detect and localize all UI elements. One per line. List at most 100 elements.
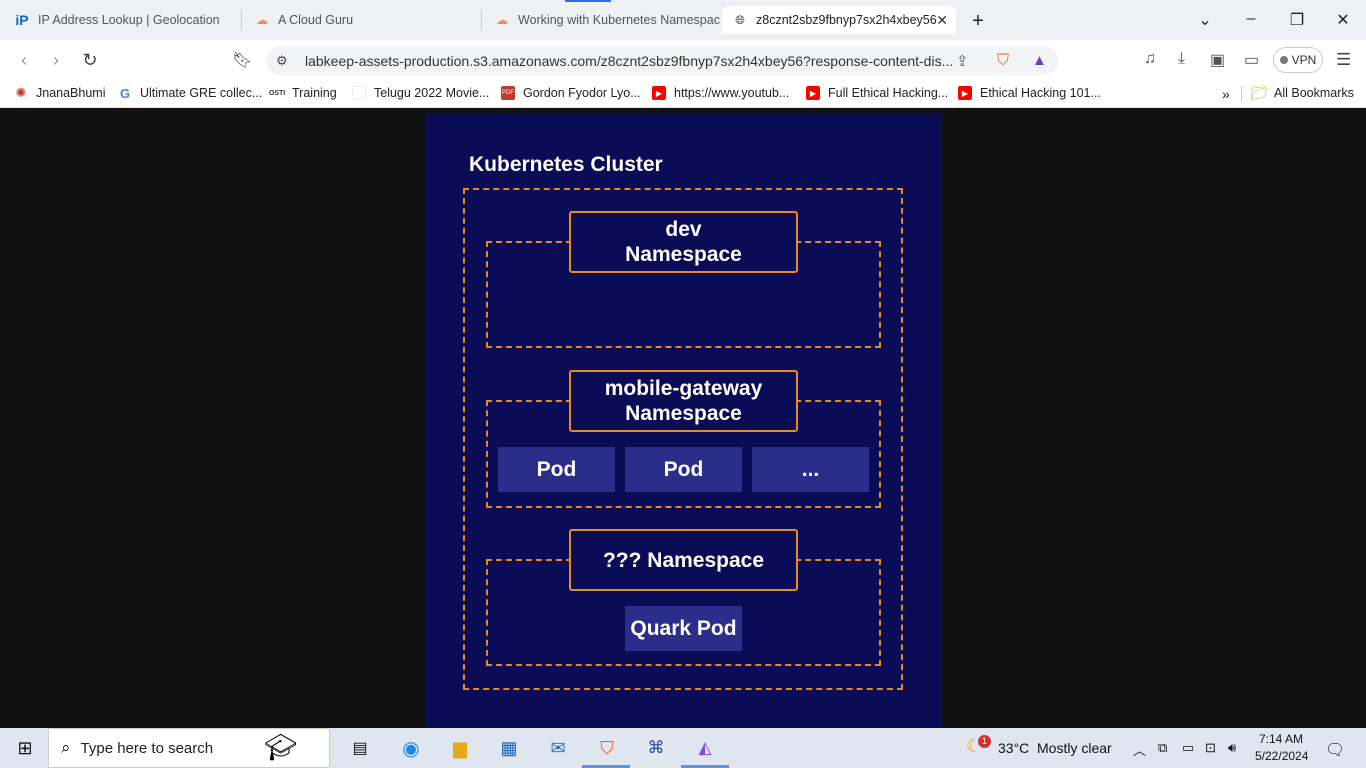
weather-temperature[interactable]: 33°C [998, 740, 1030, 756]
globe-icon: 🌐︎ [735, 12, 745, 27]
site-info-icon[interactable]: ⚙ [276, 52, 288, 68]
quark-pod-box: Quark Pod [625, 606, 742, 651]
tab-title: Working with Kubernetes Namespac [518, 13, 720, 27]
restore-button[interactable]: ❐ [1289, 12, 1305, 29]
bookmark-label: All Bookmarks [1274, 86, 1354, 100]
microsoft-store-icon[interactable]: ▦ [500, 737, 518, 758]
reload-button[interactable]: ↻ [82, 50, 98, 70]
minimize-button[interactable]: – [1246, 10, 1256, 27]
mobile-gateway-namespace-label: mobile-gateway Namespace [569, 370, 798, 432]
share-icon[interactable]: ⇪ [956, 52, 969, 70]
close-window-button[interactable]: ✕ [1336, 12, 1350, 29]
battery-icon[interactable]: ▭ [1182, 740, 1195, 755]
cloud-icon: ☁ [496, 13, 508, 27]
bookmark-label: Ultimate GRE collec... [140, 86, 263, 100]
graduation-cap-icon: 🎓︎ [264, 732, 298, 762]
pod-box: Pod [625, 447, 742, 492]
bookmarks-bar: ✺ JnanaBhumi G Ultimate GRE collec... OSTI… [0, 80, 1366, 108]
weather-badge: 1 [978, 735, 991, 748]
cluster-boundary [463, 188, 903, 690]
network-app-icon[interactable]: ⌘ [647, 738, 665, 757]
search-placeholder: Type here to search [80, 739, 214, 757]
folder-icon: 📁︎ [1250, 84, 1268, 101]
bookmark-label: Ethical Hacking 101... [980, 86, 1101, 100]
tab-a-cloud-guru[interactable]: ☁ A Cloud Guru [244, 6, 480, 34]
tab-active-asset[interactable]: 🌐︎ z8cznt2sbz9fbnyp7sx2h4xbey56 ✕ [722, 6, 956, 34]
tab-title: z8cznt2sbz9fbnyp7sx2h4xbey56 [756, 13, 937, 27]
show-hidden-icons-chevron-icon[interactable]: ︿ [1133, 743, 1147, 758]
bookmark-label: Gordon Fyodor Lyo... [523, 86, 641, 100]
task-view-icon[interactable]: ▤ [352, 740, 368, 757]
tab-title: A Cloud Guru [278, 13, 354, 27]
tab-search-chevron-icon[interactable]: ⌄ [1198, 12, 1212, 29]
notification-icon[interactable]: 🗨︎ [1325, 742, 1346, 759]
mail-icon[interactable]: ✉ [550, 737, 566, 758]
namespace-name: dev [665, 218, 702, 241]
tab-strip: iP IP Address Lookup | Geolocation ☁ A C… [0, 0, 1366, 40]
bookmark-label: Full Ethical Hacking... [828, 86, 949, 100]
youtube-icon: ▶ [958, 86, 972, 100]
bookmark-item[interactable]: G Ultimate GRE collec... [118, 85, 263, 101]
brave-shield-icon[interactable]: ⛉ [997, 51, 1010, 69]
vpn-button[interactable]: VPN [1273, 47, 1323, 73]
namespace-suffix: Namespace [625, 402, 742, 425]
bookmarks-overflow-button[interactable]: » [1222, 86, 1230, 102]
bookmark-icon[interactable]: 🔖︎ [232, 52, 253, 69]
menu-icon[interactable]: ☰ [1336, 50, 1352, 69]
download-icon[interactable]: ⤓ [1178, 50, 1186, 67]
bookmark-item[interactable]: OSTI Training [268, 86, 337, 100]
search-icon: ⌕ [61, 738, 71, 757]
weather-description[interactable]: Mostly clear [1037, 740, 1112, 756]
bookmark-label: Telugu 2022 Movie... [374, 86, 490, 100]
clock-time: 7:14 AM [1258, 732, 1304, 746]
close-tab-icon[interactable]: ✕ [936, 11, 948, 28]
tab-kubernetes-namespaces[interactable]: ☁ Working with Kubernetes Namespac [484, 6, 720, 34]
brave-rewards-icon[interactable]: ▲ [1032, 52, 1047, 69]
back-button[interactable]: ‹ [21, 50, 27, 70]
sidebar-icon[interactable]: ▣ [1210, 52, 1226, 69]
dev-namespace-label: dev Namespace [569, 211, 798, 273]
bookmark-item[interactable]: Telugu 2022 Movie... [352, 86, 489, 100]
bookmark-label: Training [292, 86, 337, 100]
tab-title: IP Address Lookup | Geolocation [38, 13, 220, 27]
clock-date: 5/22/2024 [1255, 749, 1309, 763]
unknown-namespace-label: ??? Namespace [569, 529, 798, 591]
meet-now-icon[interactable]: ⧉ [1158, 740, 1168, 755]
url-text[interactable]: labkeep-assets-production.s3.amazonaws.c… [305, 52, 954, 69]
bookmark-item[interactable]: ▶ Ethical Hacking 101... [958, 86, 1101, 100]
namespace-name: mobile-gateway [604, 377, 763, 400]
ip-logo-icon: iP [15, 12, 29, 28]
bookmark-label: JnanaBhumi [36, 86, 106, 100]
pod-box: Pod [498, 447, 615, 492]
osn-logo-icon: OSTI [268, 89, 286, 97]
forward-button[interactable]: › [53, 50, 59, 70]
edge-icon[interactable]: ◉ [402, 737, 420, 760]
bookmark-item[interactable]: ▶ https://www.youtub... [652, 86, 789, 100]
bookmark-item[interactable]: ✺ JnanaBhumi [14, 85, 106, 100]
youtube-icon: ▶ [652, 86, 666, 100]
wallet-icon[interactable]: ▭ [1244, 52, 1260, 69]
media-icon[interactable]: ♫ [1144, 50, 1156, 67]
network-icon[interactable]: ⊡ [1205, 740, 1216, 755]
brave-browser-icon[interactable]: ⛉ [600, 737, 614, 758]
vpn-app-icon[interactable]: ◭ [698, 738, 712, 757]
bookmark-label: https://www.youtub... [674, 86, 790, 100]
clock[interactable]: 7:14 AM 5/22/2024 [1255, 732, 1309, 763]
taskbar-search[interactable]: ⌕ Type here to search 🎓︎ [48, 728, 330, 768]
address-bar[interactable]: ⚙ labkeep-assets-production.s3.amazonaws… [266, 46, 1058, 75]
all-bookmarks-button[interactable]: 📁︎ All Bookmarks [1250, 84, 1354, 101]
namespace-suffix: Namespace [625, 243, 742, 266]
youtube-icon: ▶ [806, 86, 820, 100]
sun-logo-icon: ✺ [15, 85, 27, 100]
kubernetes-diagram: Kubernetes Cluster dev Namespace mobile-… [426, 113, 941, 728]
file-explorer-icon[interactable]: ▆ [453, 737, 467, 758]
new-tab-button[interactable]: + [972, 10, 984, 32]
vpn-status-icon [1279, 56, 1288, 64]
bookmark-item[interactable]: ▶ Full Ethical Hacking... [806, 86, 948, 100]
windows-start-icon[interactable]: ⊞ [17, 737, 33, 758]
page-content: Kubernetes Cluster dev Namespace mobile-… [0, 113, 1366, 728]
google-icon: G [119, 85, 131, 101]
volume-icon[interactable]: 🔊︎ [1228, 740, 1237, 755]
tab-ip-lookup[interactable]: iP IP Address Lookup | Geolocation [4, 6, 240, 34]
